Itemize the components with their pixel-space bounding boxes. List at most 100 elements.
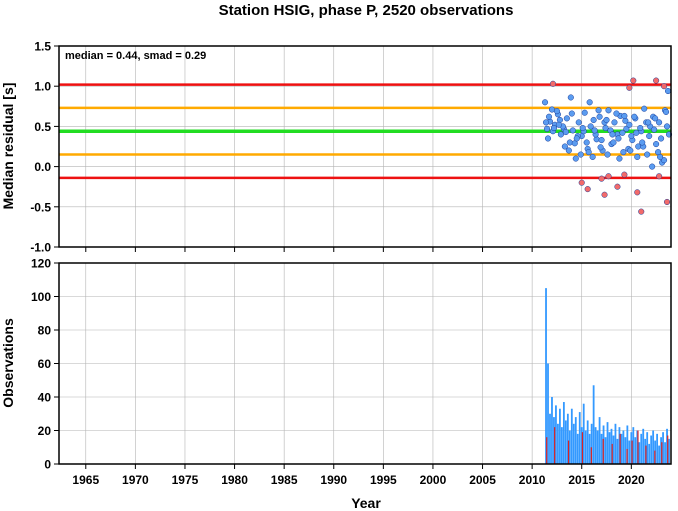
residual-y-axis-label: Median residual [s] bbox=[0, 83, 16, 210]
observations-bar bbox=[644, 438, 647, 464]
observations-bar bbox=[616, 438, 619, 464]
observations-bar bbox=[568, 430, 571, 464]
observations-bar bbox=[560, 427, 563, 464]
observations-bar bbox=[598, 417, 601, 464]
residual-point bbox=[555, 121, 562, 128]
residual-point bbox=[549, 80, 557, 87]
observations-bar-outlier bbox=[567, 440, 570, 464]
residual-plot-frame bbox=[58, 45, 672, 248]
residual-point bbox=[550, 124, 558, 132]
residual-point bbox=[651, 126, 658, 133]
observations-bar bbox=[553, 417, 555, 464]
residual-point bbox=[557, 131, 564, 138]
residual-point bbox=[661, 157, 668, 164]
observations-bar bbox=[656, 433, 659, 464]
residual-y-tick-label: 0.0 bbox=[34, 160, 51, 174]
observations-bar bbox=[590, 423, 593, 464]
residual-point bbox=[581, 109, 588, 116]
residual-point bbox=[566, 139, 573, 146]
residual-point bbox=[626, 84, 633, 91]
residual-point bbox=[649, 163, 656, 170]
residual-point bbox=[638, 208, 645, 215]
residual-point bbox=[657, 153, 664, 161]
observations-bar bbox=[545, 288, 547, 464]
observations-bar-outlier bbox=[619, 433, 621, 464]
observations-bar bbox=[612, 435, 615, 464]
residual-point bbox=[604, 151, 611, 158]
observations-bar-outlier bbox=[590, 447, 592, 464]
observations-bar bbox=[555, 405, 557, 464]
observations-y-tick-label: 80 bbox=[38, 324, 52, 338]
observations-y-tick-label: 100 bbox=[31, 290, 51, 304]
observations-x-tick-label: 1970 bbox=[122, 473, 149, 487]
observations-bar bbox=[588, 433, 591, 464]
observations-bar-outlier bbox=[602, 438, 604, 464]
observations-bar bbox=[638, 442, 641, 464]
observations-bar-outlier bbox=[637, 430, 639, 464]
observations-bar bbox=[547, 363, 549, 464]
residual-point bbox=[585, 149, 592, 156]
residual-y-tick-label: -0.5 bbox=[30, 200, 51, 214]
observations-bar-outlier bbox=[661, 442, 663, 464]
observations-bar bbox=[586, 420, 589, 464]
residual-point bbox=[605, 173, 612, 180]
residual-point bbox=[586, 99, 593, 106]
observations-x-tick-label: 2010 bbox=[519, 473, 546, 487]
observations-bar bbox=[622, 430, 625, 464]
observations-y-tick-label: 120 bbox=[31, 257, 51, 271]
residual-point bbox=[621, 171, 628, 178]
residual-point bbox=[578, 179, 585, 186]
observations-bar-outlier bbox=[626, 448, 628, 464]
observations-bar bbox=[646, 432, 649, 464]
observations-bar bbox=[636, 430, 639, 464]
residual-point bbox=[598, 175, 605, 182]
observations-x-tick-label: 1985 bbox=[271, 473, 298, 487]
residual-point bbox=[542, 119, 550, 126]
observations-bar bbox=[559, 408, 561, 464]
residual-y-tick-label: 1.0 bbox=[34, 80, 51, 94]
observations-x-tick-label: 1995 bbox=[370, 473, 397, 487]
observations-bar bbox=[566, 413, 569, 464]
observations-bar-outlier bbox=[645, 445, 647, 464]
residual-x-ticks bbox=[85, 247, 632, 252]
residual-point bbox=[626, 121, 633, 128]
residual-reference-lines bbox=[59, 83, 671, 180]
observations-x-tick-label: 2020 bbox=[618, 473, 645, 487]
residual-point bbox=[589, 153, 596, 161]
residual-point bbox=[621, 112, 628, 119]
observations-y-tick-label: 20 bbox=[38, 424, 52, 438]
observations-bar bbox=[549, 413, 551, 464]
residual-point bbox=[656, 173, 663, 180]
observations-bar bbox=[576, 433, 579, 464]
observations-bar bbox=[582, 403, 585, 464]
observations-bar bbox=[594, 427, 597, 464]
observations-bar bbox=[650, 435, 653, 464]
residual-point bbox=[579, 124, 586, 132]
residual-point bbox=[611, 119, 618, 126]
residual-point bbox=[591, 127, 598, 134]
residual-point bbox=[663, 123, 671, 130]
observations-bar-outlier bbox=[667, 435, 669, 464]
observations-x-tick-label: 1965 bbox=[72, 473, 99, 487]
observations-bar bbox=[662, 432, 664, 464]
residual-point bbox=[597, 144, 604, 151]
observations-y-axis-label: Observations bbox=[0, 318, 16, 408]
observations-bar bbox=[666, 428, 668, 464]
residual-point bbox=[573, 135, 580, 142]
residual-point bbox=[630, 77, 637, 84]
observations-bar bbox=[584, 430, 587, 464]
observations-bar-outlier bbox=[611, 443, 613, 464]
observations-bar bbox=[652, 430, 655, 464]
observations-bar bbox=[610, 428, 613, 464]
observations-y-tick-label: 0 bbox=[44, 458, 51, 472]
residual-point bbox=[541, 99, 549, 106]
residual-annotation: median = 0.44, smad = 0.29 bbox=[65, 50, 206, 62]
residual-point bbox=[605, 107, 612, 114]
observations-bar bbox=[642, 428, 645, 464]
observations-bar bbox=[640, 433, 643, 464]
residual-point bbox=[543, 125, 551, 132]
observations-bar bbox=[626, 425, 629, 464]
observations-bar-outlier bbox=[554, 427, 556, 464]
